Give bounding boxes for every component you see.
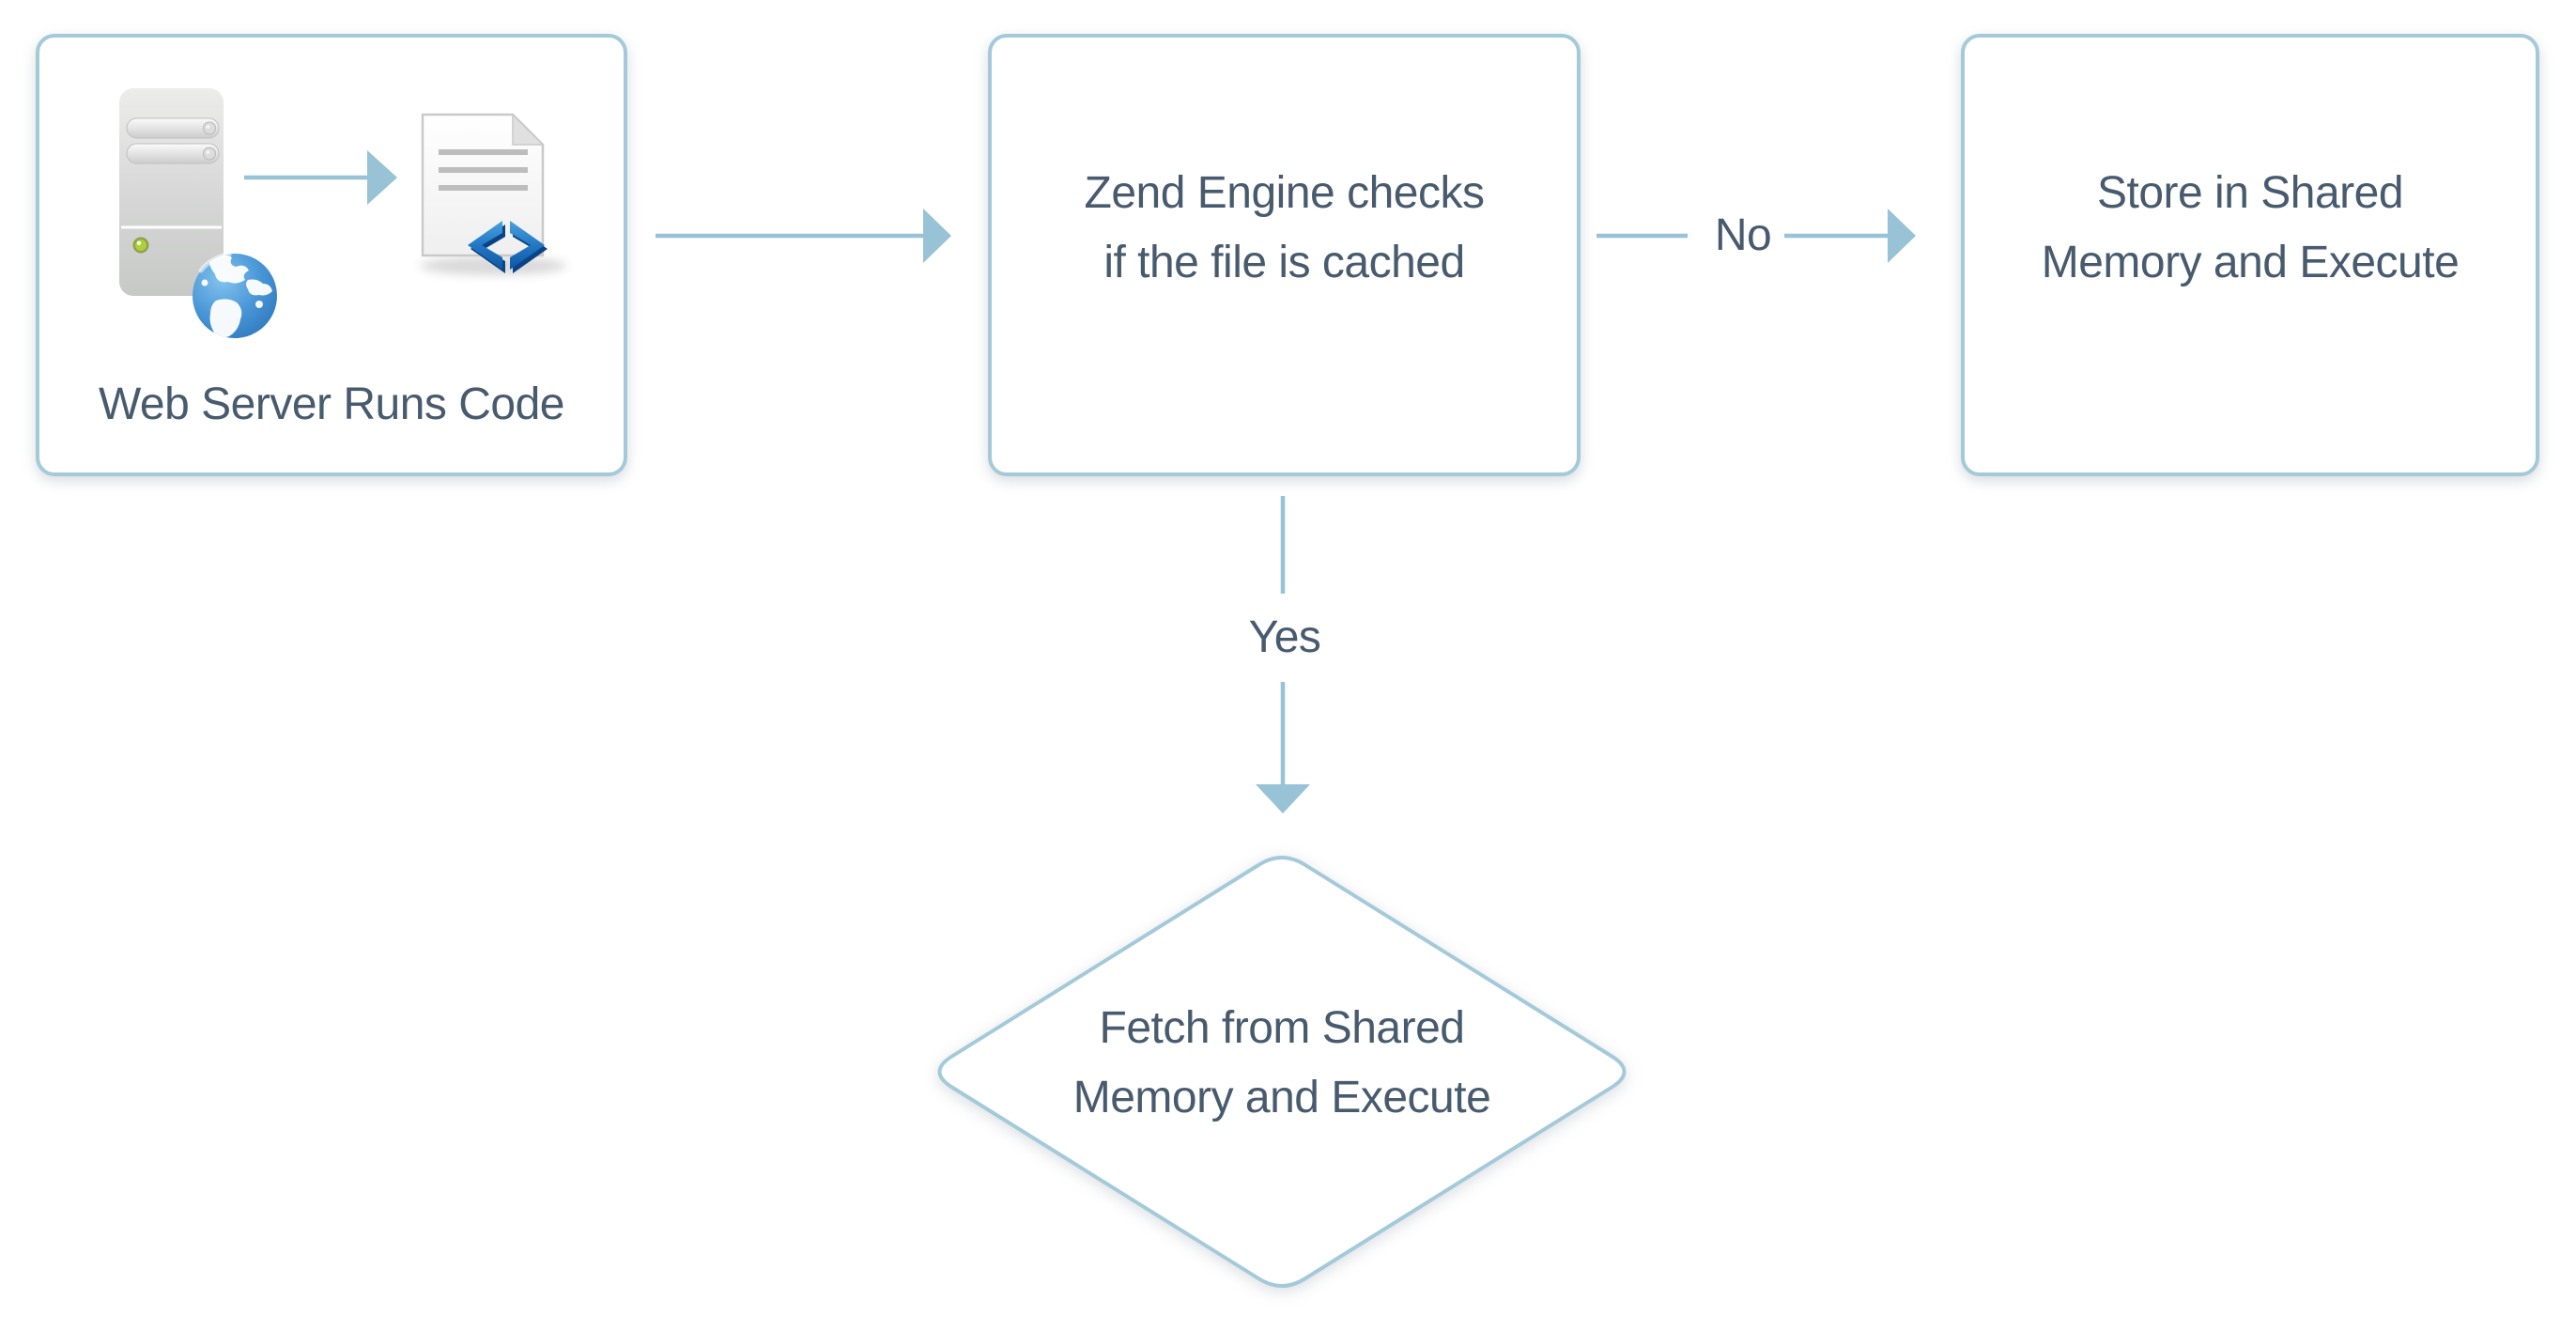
arrow-right-icon: [244, 150, 397, 205]
edge-web-to-zend: [656, 209, 951, 263]
arrowhead-right: [1888, 209, 1916, 263]
code-document-icon: [420, 113, 566, 275]
node-store-shared-memory-label: Store in Shared Memory and Execute: [1961, 159, 2539, 298]
code-brackets-icon: [468, 221, 548, 273]
label-line: Memory and Execute: [2041, 238, 2460, 287]
node-store-shared-memory: Store in Shared Memory and Execute: [1961, 34, 2539, 476]
document-text-lines: [439, 149, 528, 191]
node-web-server-label: Web Server Runs Code: [98, 379, 565, 429]
node-zend-engine-check-label: Zend Engine checks if the file is cached: [988, 159, 1581, 298]
server-tower-icon: [119, 88, 224, 296]
label-line: Fetch from Shared: [1099, 1003, 1466, 1053]
node-zend-engine-check: Zend Engine checks if the file is cached: [988, 34, 1581, 476]
label-line: Store in Shared: [2096, 168, 2404, 218]
edge-label-no: No: [1714, 210, 1772, 260]
label-line: Zend Engine checks: [1084, 168, 1485, 218]
node-web-server: Web Server Runs Code: [36, 34, 627, 476]
arrowhead-down: [1256, 784, 1310, 813]
label-line: if the file is cached: [1103, 238, 1465, 287]
globe-icon: [193, 252, 277, 338]
label-line: Memory and Execute: [1072, 1073, 1491, 1122]
node-fetch-shared-memory-label: Fetch from Shared Memory and Execute: [928, 994, 1636, 1133]
node-fetch-shared-memory-shape: [937, 856, 1627, 1288]
web-server-icon-group: [119, 88, 566, 338]
arrowhead-right: [923, 209, 951, 263]
led-indicator: [132, 237, 149, 254]
edge-label-yes: Yes: [1248, 612, 1321, 662]
edge-zend-to-store: [1597, 209, 1916, 263]
edge-zend-to-fetch: [1256, 496, 1310, 813]
